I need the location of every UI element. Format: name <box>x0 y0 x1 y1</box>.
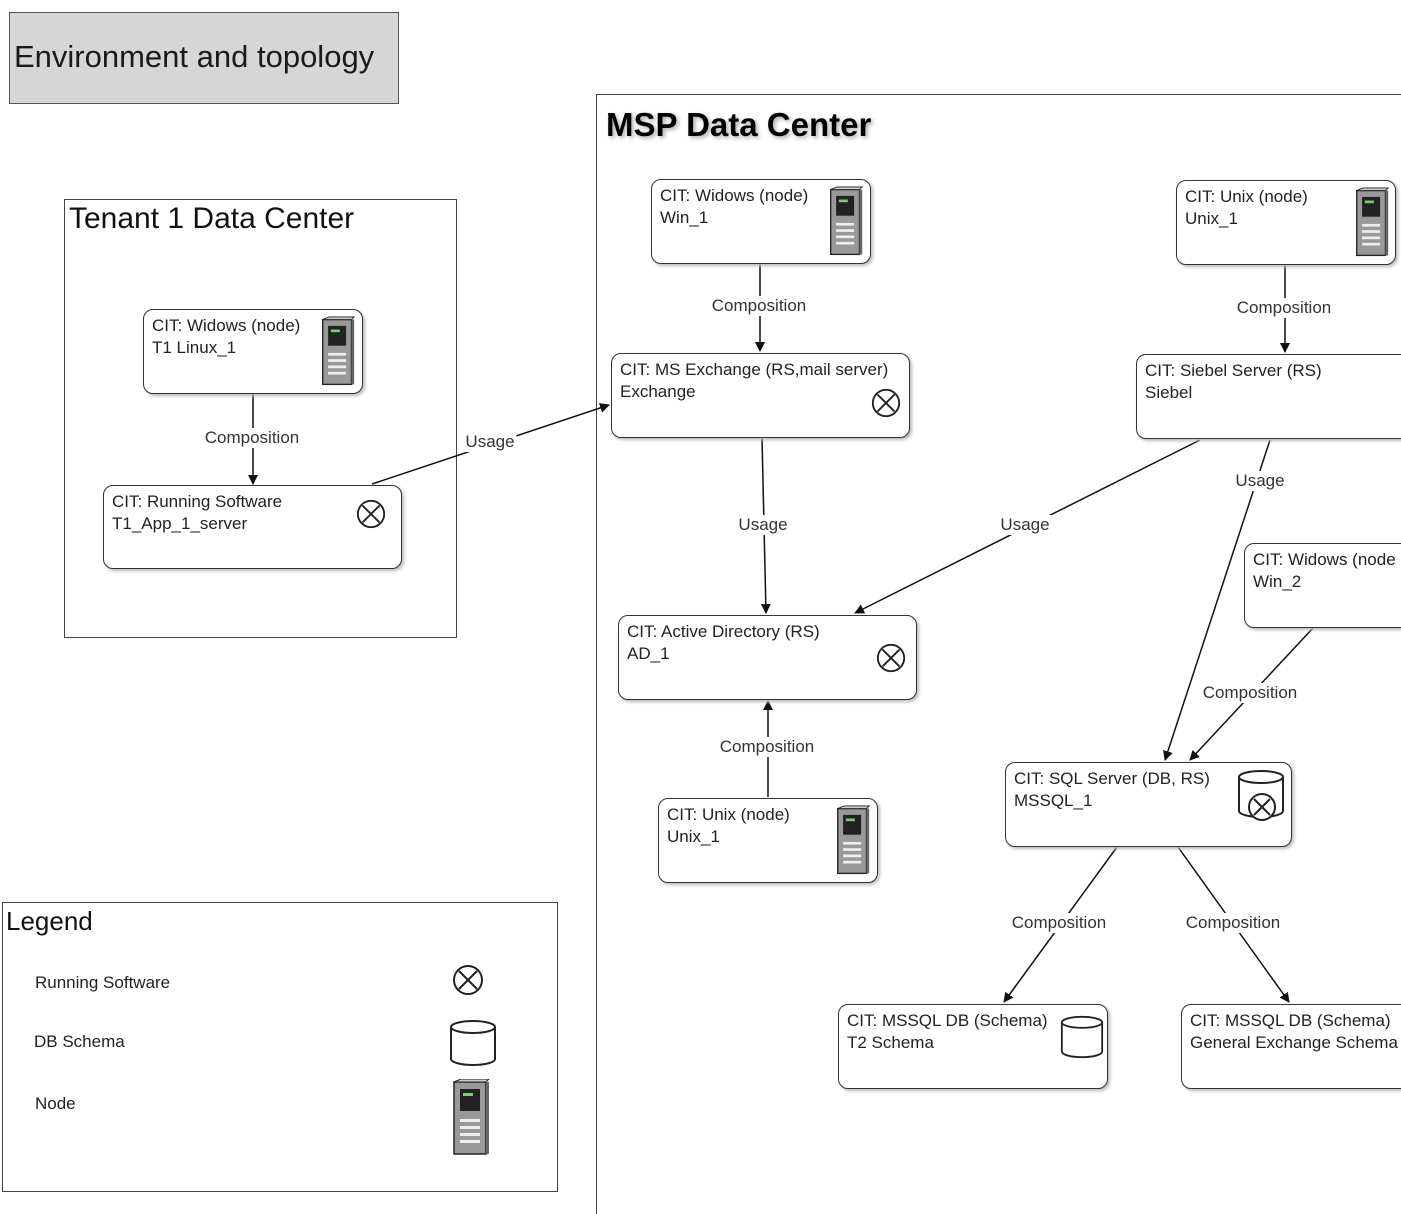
node-name: Unix_1 <box>1185 209 1238 228</box>
node-msp-sql-server[interactable]: CIT: SQL Server (DB, RS) MSSQL_1 <box>1005 762 1292 847</box>
node-type: CIT: Widows (node <box>1253 550 1396 569</box>
node-type: CIT: SQL Server (DB, RS) <box>1014 769 1210 788</box>
db-schema-icon <box>1060 1015 1104 1059</box>
node-tenant-windows[interactable]: CIT: Widows (node) T1 Linux_1 <box>143 309 363 394</box>
node-name: Win_1 <box>660 208 709 227</box>
running-software-icon <box>356 499 386 529</box>
node-name: Siebel <box>1145 383 1193 402</box>
legend-label-running-software: Running Software <box>35 973 171 992</box>
tenant-region: Tenant 1 Data Center <box>64 199 457 638</box>
db-running-software-icon <box>1238 770 1284 821</box>
msp-region <box>596 94 1401 1214</box>
node-msp-siebel[interactable]: CIT: Siebel Server (RS) Siebel <box>1136 354 1401 439</box>
node-name: T2 Schema <box>847 1033 934 1052</box>
node-msp-windows-win1[interactable]: CIT: Widows (node) Win_1 <box>651 179 871 264</box>
node-msp-general-exchange-schema[interactable]: CIT: MSSQL DB (Schema) General Exchange … <box>1181 1004 1401 1089</box>
node-msp-windows-win2[interactable]: CIT: Widows (node Win_2 <box>1244 543 1401 628</box>
node-msp-active-directory[interactable]: CIT: Active Directory (RS) AD_1 <box>618 615 917 700</box>
running-software-icon <box>453 965 483 995</box>
edge-label-composition: Composition <box>717 737 817 757</box>
edge-siebel-to-sql <box>1163 439 1271 761</box>
msp-region-title: MSP Data Center <box>606 106 872 143</box>
server-icon <box>453 1079 490 1155</box>
edge-label-usage: Usage <box>1233 471 1287 491</box>
node-name: Exchange <box>620 382 696 401</box>
node-name: T1 Linux_1 <box>152 338 237 357</box>
edge-label-composition: Composition <box>1183 913 1283 933</box>
legend-label-db-schema: DB Schema <box>34 1032 125 1051</box>
edge-label-composition: Composition <box>1234 298 1334 318</box>
node-type: CIT: Unix (node) <box>667 805 790 824</box>
tenant-region-title: Tenant 1 Data Center <box>69 202 355 235</box>
edge-label-usage: Usage <box>736 515 790 535</box>
node-msp-unix-top[interactable]: CIT: Unix (node) Unix_1 <box>1176 180 1396 265</box>
server-icon <box>830 186 864 256</box>
server-icon <box>1356 187 1390 257</box>
diagram-title-box: Environment and topology <box>9 12 399 104</box>
running-software-icon <box>871 388 901 418</box>
node-type: CIT: Running Software <box>112 492 283 511</box>
edge-label-composition: Composition <box>709 296 809 316</box>
node-name: MSSQL_1 <box>1014 791 1093 810</box>
node-type: CIT: MSSQL DB (Schema) <box>847 1011 1048 1030</box>
node-name: General Exchange Schema <box>1190 1033 1398 1052</box>
edge-label-usage: Usage <box>463 432 517 452</box>
legend-label-node: Node <box>35 1094 76 1113</box>
node-type: CIT: Unix (node) <box>1185 187 1308 206</box>
running-software-icon <box>876 643 906 673</box>
edge-label-usage: Usage <box>998 515 1052 535</box>
node-msp-t2-schema[interactable]: CIT: MSSQL DB (Schema) T2 Schema <box>838 1004 1108 1089</box>
edge-label-composition: Composition <box>1200 683 1300 703</box>
legend-title: Legend <box>6 906 93 936</box>
edge-label-composition: Composition <box>202 428 302 448</box>
node-msp-exchange[interactable]: CIT: MS Exchange (RS,mail server) Exchan… <box>611 353 910 438</box>
node-type: CIT: Widows (node) <box>660 186 809 205</box>
node-name: Unix_1 <box>667 827 720 846</box>
node-type: CIT: Active Directory (RS) <box>627 622 820 641</box>
node-msp-unix-bottom[interactable]: CIT: Unix (node) Unix_1 <box>658 798 878 883</box>
node-name: T1_App_1_server <box>112 514 248 533</box>
node-name: AD_1 <box>627 644 670 663</box>
diagram-title: Environment and topology <box>14 39 375 74</box>
node-name: Win_2 <box>1253 572 1302 591</box>
legend-box: Legend <box>2 902 558 1192</box>
node-type: CIT: MS Exchange (RS,mail server) <box>620 360 889 379</box>
node-type: CIT: Siebel Server (RS) <box>1145 361 1322 380</box>
server-icon <box>837 805 871 875</box>
edge-label-composition: Composition <box>1009 913 1109 933</box>
db-schema-icon <box>450 1020 496 1066</box>
node-type: CIT: Widows (node) <box>152 316 301 335</box>
server-icon <box>322 316 356 386</box>
node-tenant-running-software[interactable]: CIT: Running Software T1_App_1_server <box>103 485 402 569</box>
node-type: CIT: MSSQL DB (Schema) <box>1190 1011 1391 1030</box>
